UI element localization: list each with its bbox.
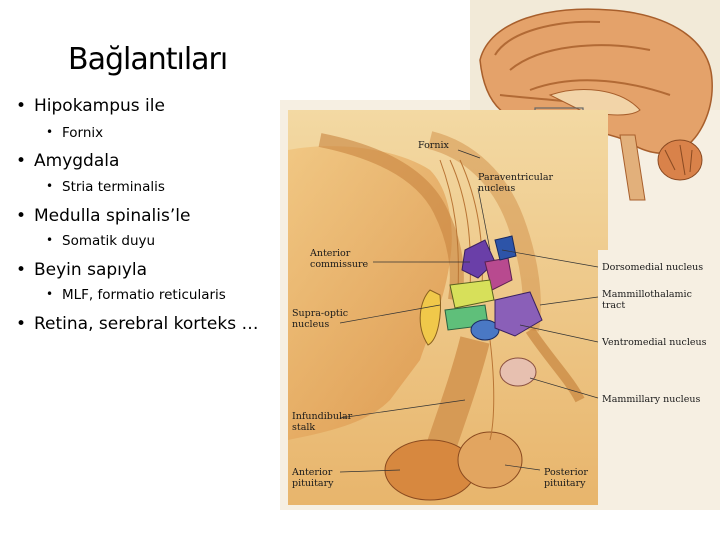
label-paraventricular: Paraventricular bbox=[478, 172, 553, 183]
hypothalamus-illustration: Fornix Paraventricular nucleus Anterior … bbox=[280, 0, 720, 510]
bullet-item: Retina, serebral korteks … bbox=[16, 314, 258, 334]
label-mammillothalamic: Mammillothalamic bbox=[602, 289, 692, 300]
label-paraventricular-2: nucleus bbox=[478, 183, 515, 194]
bullet-item: Beyin sapıyla bbox=[16, 260, 147, 280]
label-supraoptic: Supra-optic bbox=[292, 308, 348, 319]
slide-title: Bağlantıları bbox=[68, 42, 227, 77]
label-mammillary: Mammillary nucleus bbox=[602, 394, 700, 405]
bullet-text: Hipokampus ile bbox=[16, 96, 165, 116]
label-mammillothalamic-2: tract bbox=[602, 300, 625, 311]
sub-bullet-item: MLF, formatio reticularis bbox=[46, 287, 226, 303]
label-fornix: Fornix bbox=[418, 140, 449, 151]
sub-bullet-text: Stria terminalis bbox=[46, 179, 165, 195]
label-anterior-commissure: Anterior bbox=[309, 248, 351, 259]
label-infundibular-2: stalk bbox=[292, 422, 315, 433]
sub-bullet-item: Stria terminalis bbox=[46, 179, 165, 195]
label-posterior-pituitary: Posterior bbox=[544, 467, 588, 478]
label-ventromedial: Ventromedial nucleus bbox=[601, 337, 707, 348]
label-posterior-pituitary-2: pituitary bbox=[544, 478, 586, 489]
bullet-item: Hipokampus ile bbox=[16, 96, 165, 116]
sub-bullet-text: Fornix bbox=[46, 125, 103, 141]
sub-bullet-text: MLF, formatio reticularis bbox=[46, 287, 226, 303]
label-infundibular: Infundibular bbox=[292, 411, 353, 422]
label-anterior-pituitary: Anterior bbox=[291, 467, 333, 478]
bullet-text: Medulla spinalis’le bbox=[16, 206, 190, 226]
sub-bullet-item: Fornix bbox=[46, 125, 103, 141]
bullet-text: Beyin sapıyla bbox=[16, 260, 147, 280]
label-anterior-commissure-2: commissure bbox=[310, 259, 369, 270]
label-dorsomedial: Dorsomedial nucleus bbox=[602, 262, 703, 273]
sub-bullet-item: Somatik duyu bbox=[46, 233, 155, 249]
bullet-text: Retina, serebral korteks … bbox=[16, 314, 258, 334]
bullet-item: Amygdala bbox=[16, 151, 119, 171]
label-supraoptic-2: nucleus bbox=[292, 319, 329, 330]
sub-bullet-text: Somatik duyu bbox=[46, 233, 155, 249]
bullet-text: Amygdala bbox=[16, 151, 119, 171]
bullet-item: Medulla spinalis’le bbox=[16, 206, 190, 226]
label-anterior-pituitary-2: pituitary bbox=[292, 478, 334, 489]
